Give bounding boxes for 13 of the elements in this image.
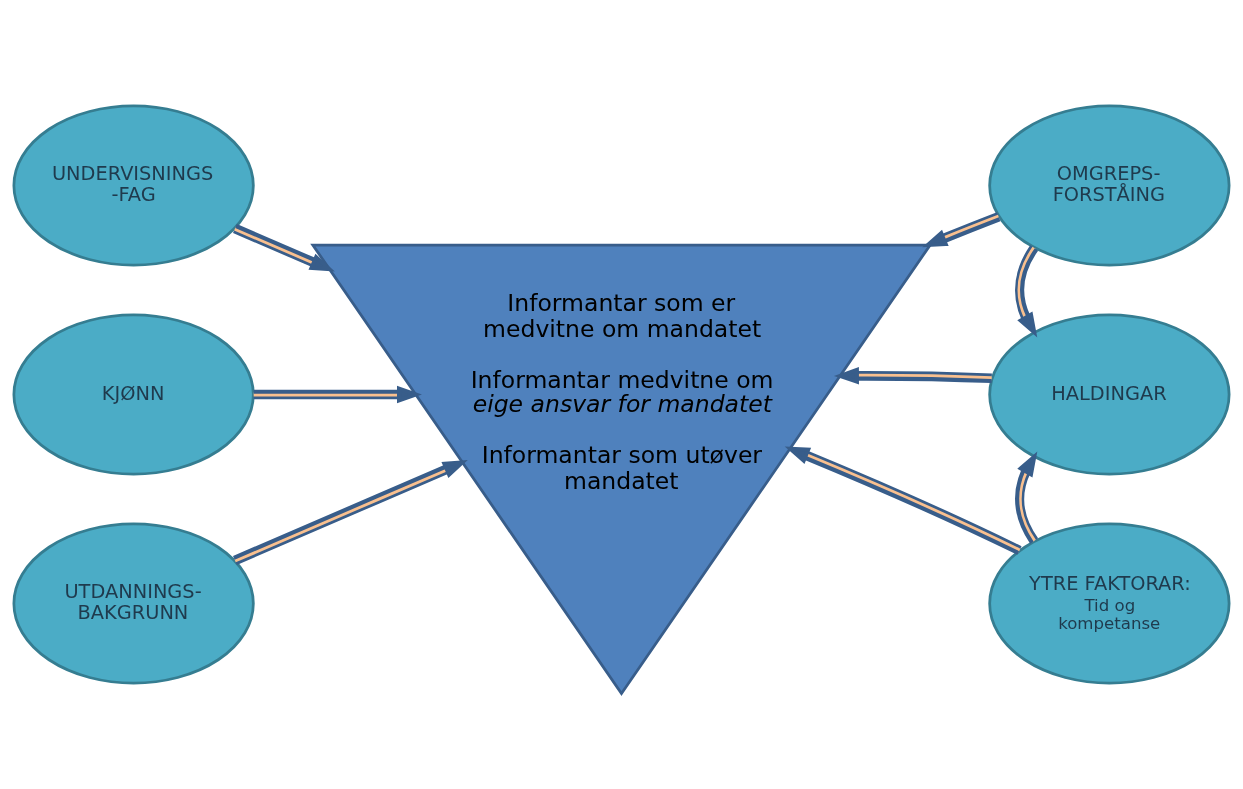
node-ellipse: UNDERVISNINGS -FAG [12,104,255,267]
arrow [233,460,468,565]
node-ellipse: UTDANNINGS- BAKGRUNN [12,522,255,685]
node-ellipse: KJØNN [12,313,255,476]
arrow [784,446,1022,555]
arrow [233,224,335,272]
node-ellipse: OMGREPS- FORSTÅING [988,104,1231,267]
arrow [922,212,1001,248]
arrow [833,367,992,385]
arrow [253,385,422,404]
arrow [1014,451,1039,544]
node-ellipse: YTRE FAKTORAR: Tid og kompetanse [988,522,1231,685]
arrow [1014,245,1039,338]
